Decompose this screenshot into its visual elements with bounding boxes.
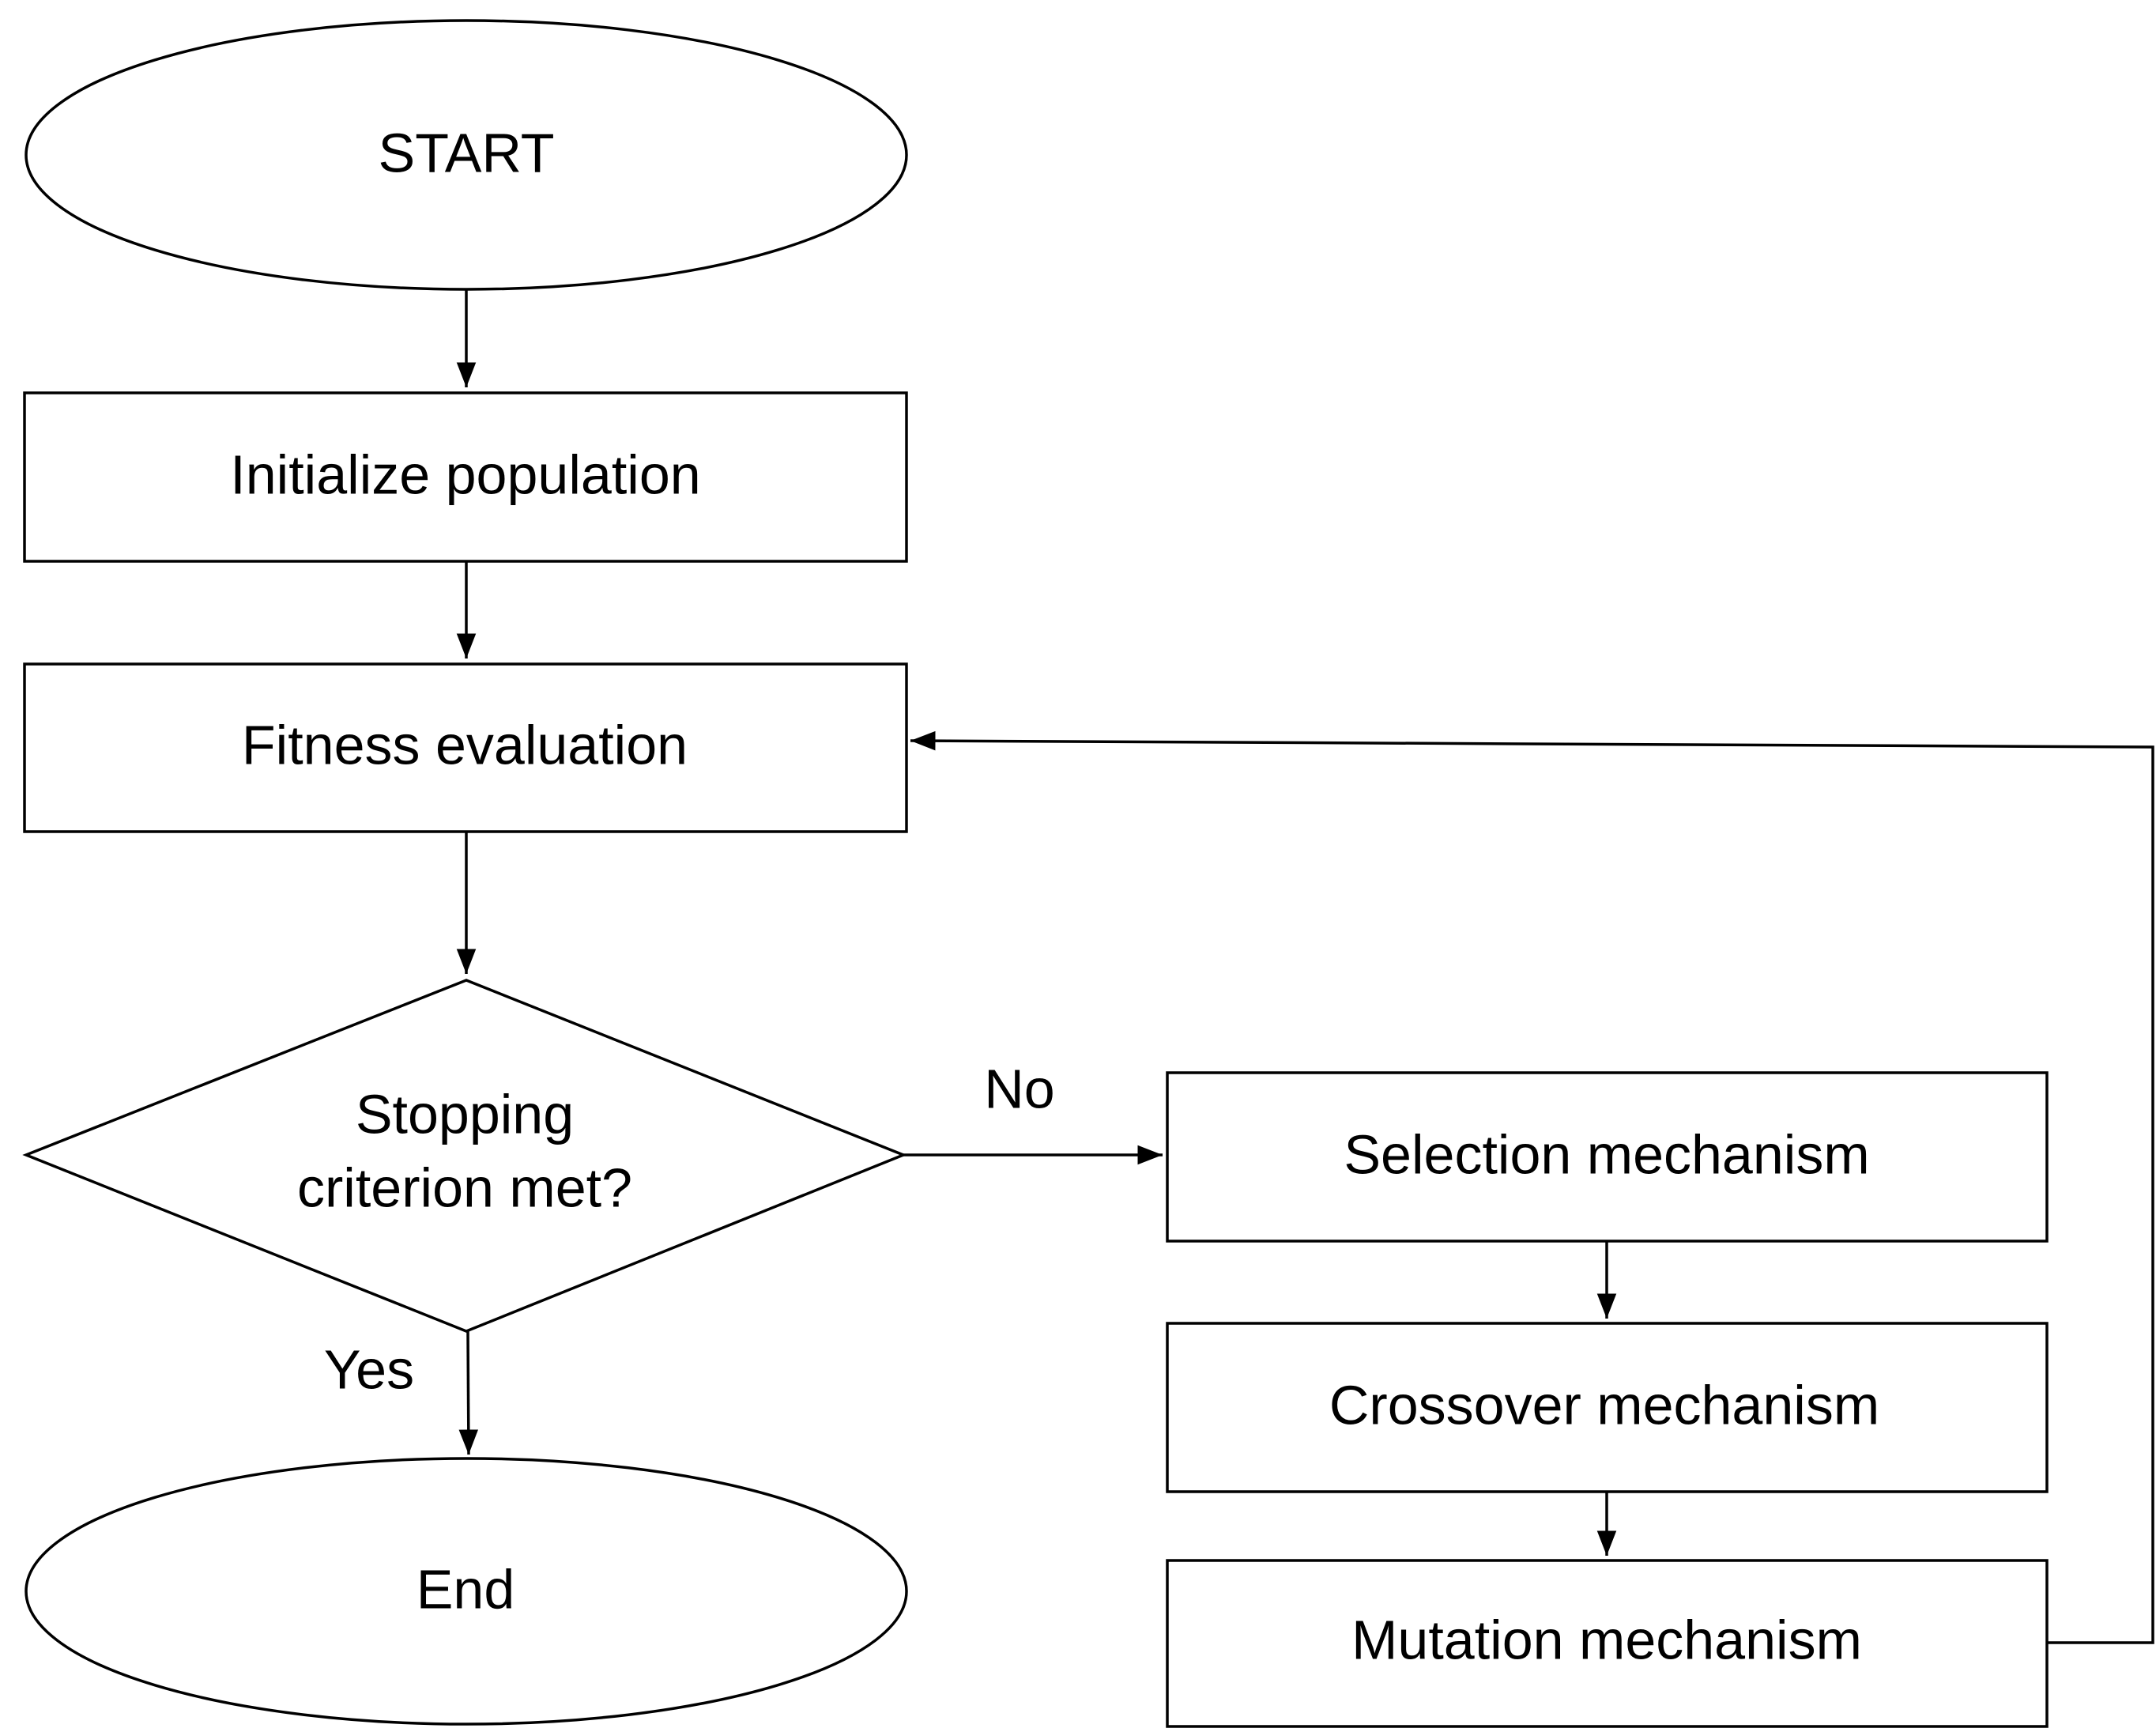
fitness-evaluation-label: Fitness evaluation <box>242 714 688 775</box>
end-label: End <box>416 1558 515 1620</box>
initialize-population-box <box>23 391 908 563</box>
no-branch-label: No <box>984 1058 1054 1119</box>
end-ellipse <box>24 1457 908 1726</box>
initialize-population-node: Initialize population <box>23 391 908 563</box>
decision-label-line1: Stopping <box>356 1083 574 1145</box>
selection-mechanism-node: Selection mechanism <box>1166 1071 2049 1243</box>
mutation-mechanism-label: Mutation mechanism <box>1351 1609 1862 1670</box>
mutation-mechanism-node: Mutation mechanism <box>1166 1559 2049 1728</box>
mutation-mechanism-box <box>1166 1559 2049 1728</box>
arrow-decision-to-end <box>458 1330 479 1455</box>
start-ellipse <box>24 19 908 291</box>
stopping-criterion-decision: Stopping criterion met? <box>22 979 907 1333</box>
initialize-population-label: Initialize population <box>230 443 700 505</box>
fitness-evaluation-box <box>23 662 908 833</box>
decision-label-line2: criterion met? <box>297 1157 632 1218</box>
decision-diamond <box>22 979 907 1333</box>
start-label: START <box>379 122 555 183</box>
fitness-evaluation-node: Fitness evaluation <box>23 662 908 833</box>
start-node: START <box>24 19 908 291</box>
crossover-mechanism-node: Crossover mechanism <box>1166 1322 2049 1493</box>
arrow-mutation-feedback-to-fitness <box>910 730 2154 1644</box>
end-node: End <box>24 1457 908 1726</box>
crossover-mechanism-label: Crossover mechanism <box>1329 1374 1879 1436</box>
yes-branch-label: Yes <box>324 1338 414 1400</box>
selection-mechanism-label: Selection mechanism <box>1344 1123 1869 1185</box>
crossover-mechanism-box <box>1166 1322 2049 1493</box>
selection-mechanism-box <box>1166 1071 2049 1243</box>
